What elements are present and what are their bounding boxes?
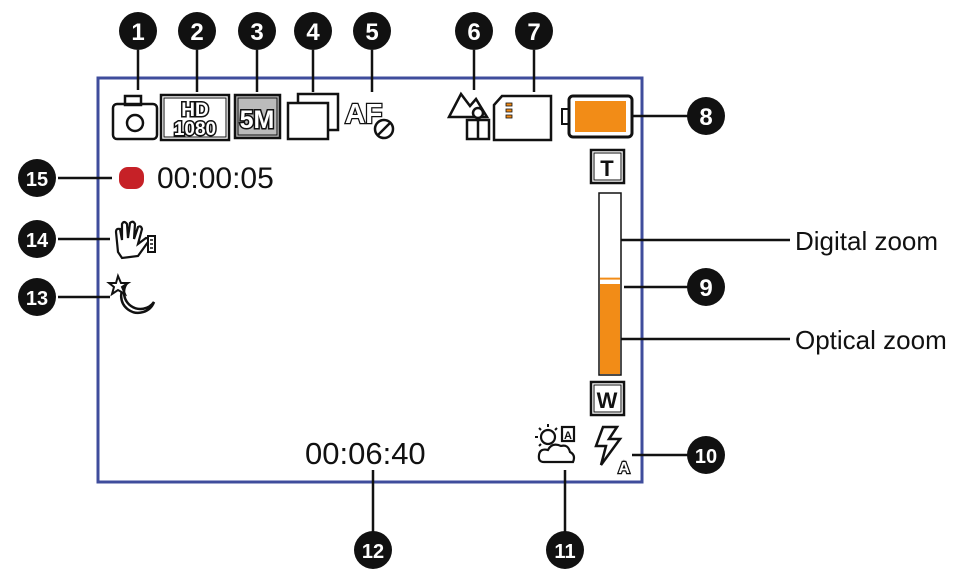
recording-time: 00:00:05 (157, 162, 274, 195)
zoom-optical-fill (600, 284, 620, 374)
svg-text:2: 2 (190, 19, 203, 46)
callout-12: 12 (354, 531, 392, 569)
callout-6: 6 (455, 12, 493, 50)
callout-15: 15 (18, 159, 56, 197)
af-off-icon: AF (344, 97, 395, 140)
optical-zoom-label: Optical zoom (795, 325, 947, 355)
blank-frame-icon (286, 92, 340, 141)
callout-10: 10 (687, 436, 725, 474)
digital-zoom-label: Digital zoom (795, 226, 939, 256)
leader-lines (58, 50, 790, 535)
callout-11: 11 (546, 531, 584, 569)
callout-13: 13 (18, 278, 56, 316)
callout-markers: 1 2 3 4 5 6 7 8 9 10 11 12 13 14 15 (18, 12, 725, 569)
callout-4: 4 (294, 12, 332, 50)
svg-text:5: 5 (365, 19, 378, 46)
callout-3: 3 (238, 12, 276, 50)
battery-icon (561, 94, 634, 139)
callout-9: 9 (687, 268, 725, 306)
svg-text:12: 12 (362, 541, 384, 563)
hd-1080-badge: HD 1080 (159, 93, 231, 142)
battery-fill (575, 101, 626, 132)
white-balance-auto-icon: A (535, 424, 576, 464)
svg-text:8: 8 (699, 104, 712, 131)
record-dot-icon (119, 167, 144, 189)
callout-8: 8 (687, 97, 725, 135)
stabilizer-icon (114, 220, 156, 260)
remaining-time: 00:06:40 (305, 436, 426, 471)
svg-text:1: 1 (131, 19, 144, 46)
lcd-frame (96, 76, 644, 484)
callout-2: 2 (178, 12, 216, 50)
resolution-label: 1080 (174, 119, 216, 140)
svg-text:15: 15 (26, 169, 48, 191)
svg-text:7: 7 (527, 19, 540, 46)
image-size-badge: 5M (233, 93, 282, 140)
zoom-tele-icon: T (589, 148, 626, 185)
image-size-label: 5M (240, 106, 275, 134)
flash-mode-label: A (618, 460, 630, 477)
zoom-bar (598, 192, 622, 376)
callout-1: 1 (119, 12, 157, 50)
sd-card-icon (492, 94, 553, 142)
night-mode-icon (106, 273, 156, 315)
zoom-tele-label: T (600, 156, 614, 181)
callout-7: 7 (515, 12, 553, 50)
zoom-wide-icon: W (589, 380, 626, 417)
flash-auto-icon: A (594, 425, 631, 478)
callout-5: 5 (353, 12, 391, 50)
svg-text:11: 11 (554, 541, 575, 563)
zoom-wide-label: W (597, 388, 618, 413)
svg-text:13: 13 (26, 288, 48, 310)
scene-icon (446, 91, 491, 141)
svg-text:10: 10 (695, 446, 717, 468)
svg-text:4: 4 (306, 19, 320, 46)
camera-icon (111, 94, 159, 141)
svg-text:3: 3 (250, 19, 263, 46)
svg-text:14: 14 (26, 230, 49, 252)
svg-text:6: 6 (467, 19, 480, 46)
callout-14: 14 (18, 220, 56, 258)
white-balance-label: A (564, 430, 572, 442)
svg-text:9: 9 (699, 275, 712, 302)
hd-label: HD (181, 100, 208, 121)
